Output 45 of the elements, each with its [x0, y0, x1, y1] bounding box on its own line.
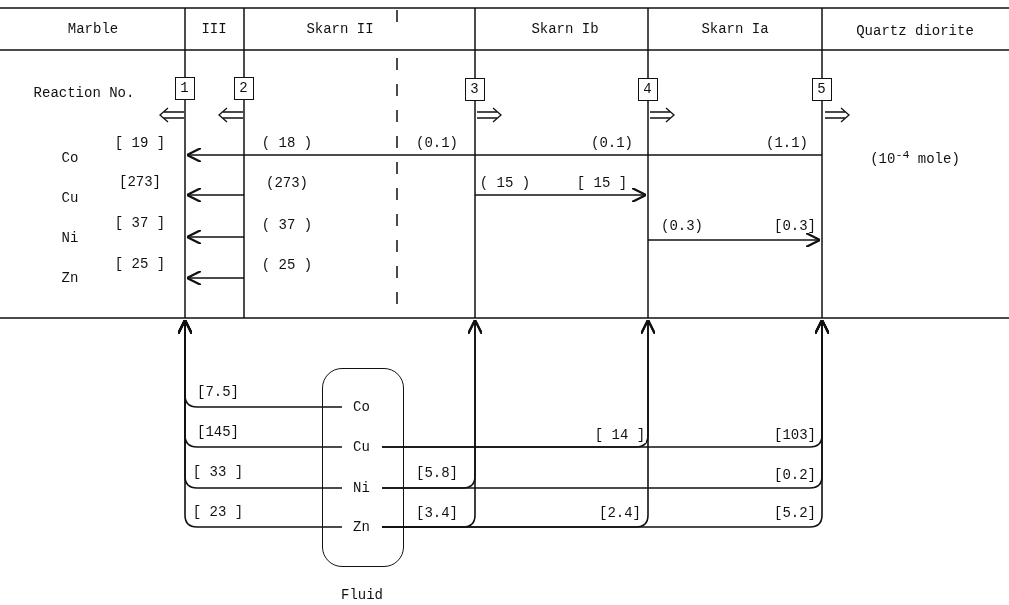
- value-label: ( 15 ): [479, 175, 531, 191]
- element-symbol: Ni: [341, 477, 382, 498]
- element-symbol: Co: [341, 396, 382, 417]
- reaction-number-box: 4: [637, 78, 658, 101]
- value-label: [ 19 ]: [114, 135, 166, 151]
- value-label: (1.1): [766, 135, 808, 151]
- value-label: ( 25 ): [261, 257, 313, 273]
- flow-line: [176, 318, 343, 528]
- edge-label: [103]: [773, 427, 817, 443]
- edge-label: [3.4]: [415, 505, 459, 521]
- element-label: Co: [61, 150, 79, 166]
- value-label: [ 25 ]: [114, 256, 166, 272]
- edge-label: [5.2]: [773, 505, 817, 521]
- element-label: Zn: [61, 270, 79, 286]
- value-label: [273]: [119, 174, 161, 190]
- value-label: (273): [266, 175, 308, 191]
- reaction-number-box: 5: [811, 78, 832, 101]
- edge-label: [145]: [196, 424, 240, 440]
- zone-header: III: [201, 21, 227, 37]
- element-symbol: Zn: [341, 516, 382, 537]
- unit-note: (10$^{-4}$ mole): [870, 146, 960, 168]
- zone-header: Marble: [67, 21, 119, 37]
- reaction-number-box: 3: [464, 78, 485, 101]
- element-label: Ni: [61, 230, 79, 246]
- value-label: ( 37 ): [261, 217, 313, 233]
- reaction-number-box: 2: [233, 77, 254, 100]
- axis-title: Reaction No.: [33, 85, 135, 101]
- reaction-number-box: 1: [174, 77, 195, 100]
- flow-line: [381, 318, 831, 528]
- element-symbol: Cu: [341, 436, 382, 457]
- value-label: [ 37 ]: [114, 215, 166, 231]
- value-label: ( 18 ): [261, 135, 313, 151]
- zone-header: Skarn Ia: [701, 21, 769, 37]
- value-label: [0.3]: [774, 218, 816, 234]
- edge-label: [7.5]: [196, 384, 240, 400]
- edge-label: [2.4]: [598, 505, 642, 521]
- value-label: [ 15 ]: [576, 175, 628, 191]
- fluid-caption: Fluid: [341, 587, 383, 603]
- fluid-container: [322, 368, 404, 567]
- value-label: (0.3): [661, 218, 703, 234]
- zone-header: Skarn Ib: [531, 21, 599, 37]
- edge-label: [5.8]: [415, 465, 459, 481]
- zone-header: Skarn II: [306, 21, 374, 37]
- element-label: Cu: [61, 190, 79, 206]
- edge-label: [0.2]: [773, 467, 817, 483]
